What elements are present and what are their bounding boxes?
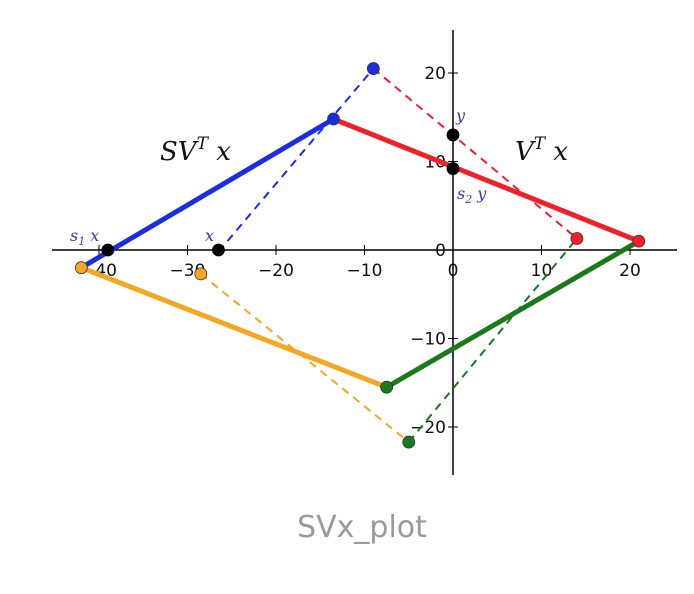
- annotation-vt-x: VT x: [515, 134, 568, 167]
- y-tick-label: 0: [435, 241, 446, 261]
- solid-line-green: [385, 238, 641, 390]
- x-tick-label: −10: [347, 261, 383, 281]
- y-tick-label: −10: [410, 330, 446, 350]
- point-orange: [74, 261, 88, 275]
- annotation-s1-x: s1 x: [70, 226, 99, 248]
- solid-lines: [80, 116, 641, 390]
- point-black: [446, 162, 460, 175]
- dashed-lines: [200, 67, 578, 443]
- x-tick-label: 10: [531, 261, 553, 281]
- plot-caption: SVx_plot: [297, 510, 427, 545]
- annotation-y: y: [455, 106, 466, 125]
- point-red: [632, 234, 646, 248]
- point-green: [402, 435, 416, 449]
- annotation-s2-y: s2 y: [457, 184, 487, 206]
- dashed-line-orange: [200, 273, 410, 443]
- y-tick-label: −20: [410, 418, 446, 438]
- dashed-line-green: [407, 237, 578, 443]
- data-points: [74, 62, 646, 449]
- solid-line-orange: [80, 265, 388, 390]
- x-tick-label: 20: [619, 261, 641, 281]
- point-blue: [327, 112, 340, 126]
- annotation-x: x: [205, 226, 214, 245]
- solid-line-red: [332, 116, 640, 244]
- point-blue: [366, 62, 380, 75]
- point-orange: [194, 267, 208, 281]
- point-green: [380, 380, 394, 394]
- solid-line-blue: [80, 116, 335, 270]
- point-black: [101, 243, 115, 257]
- point-black: [212, 243, 225, 257]
- dashed-line-blue: [217, 67, 375, 253]
- annotation-svt-x: SVT x: [160, 134, 231, 167]
- annotations: SVT x VT x s1 x s2 y x y: [70, 106, 568, 248]
- dashed-line-red: [372, 67, 578, 240]
- x-tick-label: −20: [258, 261, 294, 281]
- point-black: [446, 128, 460, 142]
- x-tick-label: 0: [448, 261, 459, 281]
- point-red: [570, 232, 584, 245]
- y-tick-label: 20: [424, 64, 446, 84]
